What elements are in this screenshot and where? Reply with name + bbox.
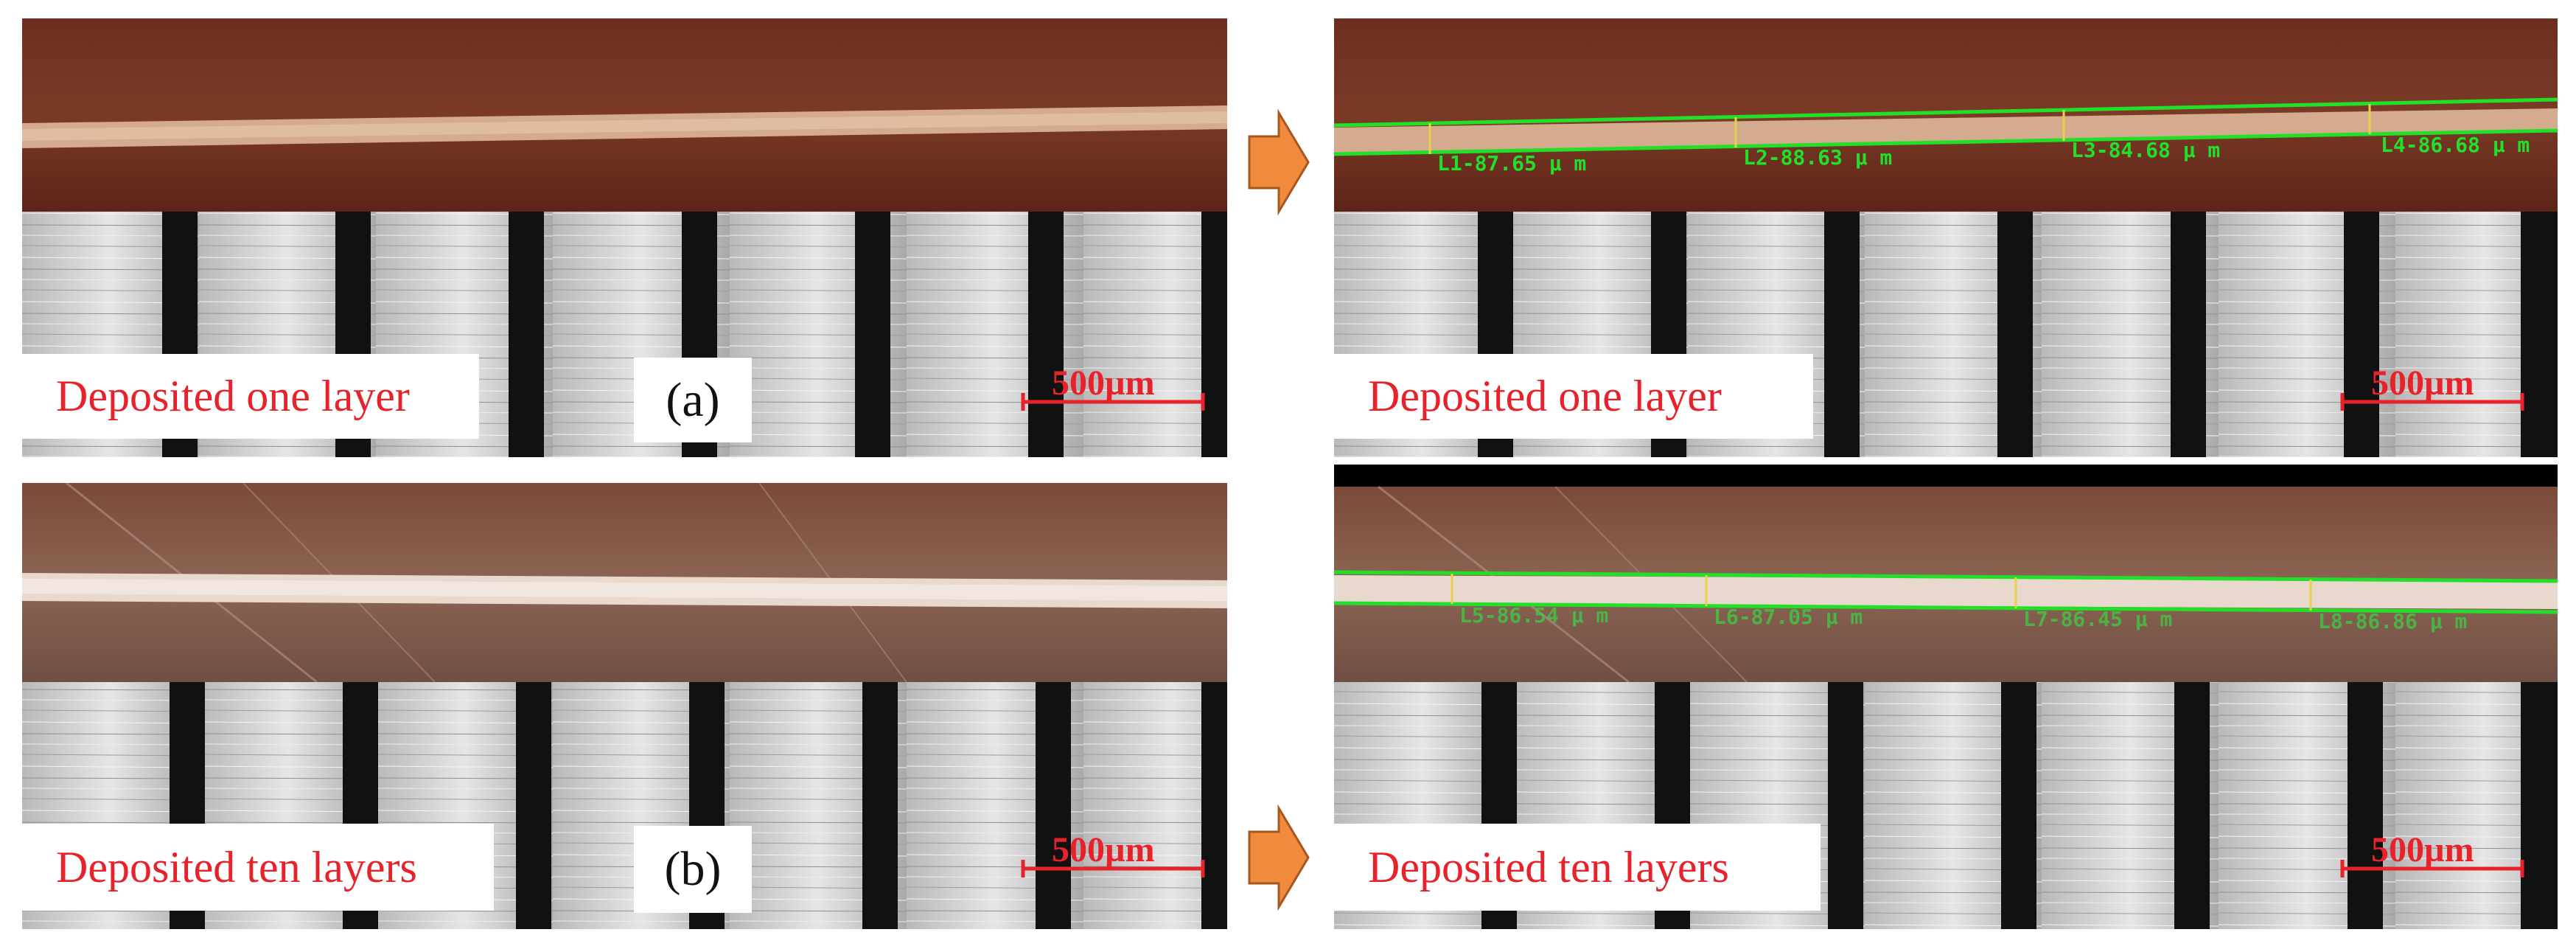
scale-bar-line [2340, 393, 2524, 411]
scale-bar-label: 500µm [1052, 830, 1155, 869]
scale-bar-line [2340, 860, 2524, 877]
panel-ten-layers-raw: Deposited ten layers (b) 500µm [22, 483, 1227, 929]
label-box: Deposited one layer [22, 354, 479, 439]
micrograph-image [22, 483, 1227, 929]
scale-bar-label: 500µm [2371, 364, 2474, 403]
panel-tag-b: (b) [664, 842, 722, 896]
label-deposited-ten-layers: Deposited ten layers [56, 842, 417, 891]
panel-one-layer-raw: Deposited one layer (a) 500µm [22, 18, 1227, 457]
measure-line-upper [1334, 97, 2558, 128]
micrograph-image-measured [1334, 465, 2558, 929]
measurement-label: L1-87.65 µ m [1437, 151, 1587, 175]
scale-bar-line [1021, 860, 1205, 877]
measure-line-lower [1334, 601, 2558, 614]
arrow-right-icon [1248, 108, 1310, 216]
scale-bar-line [1021, 393, 1205, 411]
measurement-label: L5-86.54 µ m [1459, 603, 1609, 628]
scale-bar: 500µm [1021, 830, 1205, 880]
label-box: Deposited one layer [1334, 354, 1813, 439]
scale-bar-label: 500µm [1052, 364, 1155, 403]
label-deposited-ten-layers: Deposited ten layers [1368, 842, 1729, 891]
measurement-label: L2-88.63 µ m [1743, 145, 1893, 170]
measurement-label: L4-86.68 µ m [2381, 133, 2530, 157]
measurement-label: L8-86.86 µ m [2318, 609, 2468, 633]
panel-tag-a: (a) [666, 372, 720, 427]
scale-bar: 500µm [2340, 830, 2524, 880]
measure-line-upper [1334, 570, 2558, 583]
micrograph-image [22, 18, 1227, 457]
label-deposited-one-layer: Deposited one layer [1368, 372, 1722, 420]
panel-ten-layers-measured: L5-86.54 µ m L6-87.05 µ m L7-86.45 µ m L… [1334, 465, 2558, 929]
panel-one-layer-measured: L1-87.65 µ m L2-88.63 µ m L3-84.68 µ m L… [1334, 18, 2558, 457]
measure-line-lower [1334, 128, 2558, 156]
micrograph-image-measured [1334, 18, 2558, 457]
measurement-label: L3-84.68 µ m [2071, 138, 2221, 162]
arrow-right-icon [1248, 804, 1310, 911]
label-deposited-one-layer: Deposited one layer [56, 372, 410, 420]
measurement-label: L7-86.45 µ m [2023, 607, 2173, 631]
tag-box-a: (a) [634, 358, 752, 442]
tag-box-b: (b) [634, 826, 752, 913]
scale-bar: 500µm [2340, 364, 2524, 413]
scale-bar-label: 500µm [2371, 830, 2474, 869]
label-box: Deposited ten layers [1334, 824, 1821, 911]
scale-bar: 500µm [1021, 364, 1205, 413]
label-box: Deposited ten layers [22, 824, 494, 911]
measurement-label: L6-87.05 µ m [1714, 605, 1863, 629]
